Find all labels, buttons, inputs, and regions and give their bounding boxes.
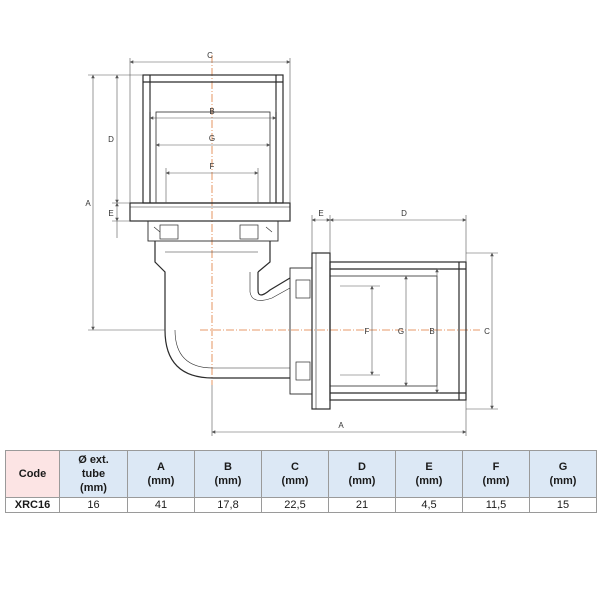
label-right-d: D [401,209,407,218]
dimensions-table: Code Ø ext. tube (mm) A (mm) B (mm) C (mm) D (mm) E (… [5,450,597,513]
table-header-cell: B (mm) [194,450,262,498]
label-right-g: G [398,327,404,336]
table-header-cell: E (mm) [395,450,463,498]
header-text-line: (mm) [549,475,577,487]
elbow-body [164,272,291,379]
center-lines [200,55,480,385]
table-header-cell: Ø ext. tube (mm) [59,450,128,498]
label-top-g: G [209,134,215,143]
header-text-line: Ø ext. [78,454,109,466]
header-text-line: (mm) [281,475,309,487]
right-port [289,252,467,410]
top-port [129,74,291,330]
dimension-lines [88,58,498,436]
header-text-line: tube [81,468,106,480]
table-header-cell: G (mm) [529,450,597,498]
table-header-cell: D (mm) [328,450,396,498]
table-header-cell: A (mm) [127,450,195,498]
dimension-value-cell: 17,8 [194,497,262,513]
label-top-f: F [210,162,215,171]
dimension-value-cell: 15 [529,497,597,513]
header-text-line: (mm) [415,475,443,487]
table-header-cell: C (mm) [261,450,329,498]
header-text-line: (mm) [482,475,510,487]
header-text-line: F [492,461,500,473]
header-text-line: E [425,461,433,473]
table-header-cell: Code [5,450,60,498]
label-top-b: B [209,107,214,116]
header-text-line: (mm) [80,482,107,494]
header-text-line: C [291,461,299,473]
product-code-cell: XRC16 [5,497,60,513]
header-text-line: D [358,461,366,473]
table-header-row: Code Ø ext. tube (mm) A (mm) B (mm) C (mm) D (mm) E (… [5,450,597,498]
label-right-c: C [484,327,490,336]
label-right-b: B [429,327,434,336]
label-left-a: A [85,199,91,208]
table-header-cell: F (mm) [462,450,530,498]
header-text-line: (mm) [214,475,242,487]
label-right-e: E [318,209,323,218]
label-right-f: F [365,327,370,336]
dimension-value-cell: 41 [127,497,195,513]
dimension-value-cell: 11,5 [462,497,530,513]
dimension-value-cell: 16 [59,497,128,513]
header-text-line: (mm) [348,475,376,487]
dimension-value-cell: 21 [328,497,396,513]
header-text-line: A [157,461,165,473]
dimension-value-cell: 22,5 [261,497,329,513]
dimension-value-cell: 4,5 [395,497,463,513]
header-text-line: Code [18,468,47,480]
elbow-fitting-drawing: C B G F D A E E D F G B C A [85,51,498,436]
header-text-line: (mm) [147,475,175,487]
label-left-e: E [108,209,113,218]
header-text-line: G [558,461,568,473]
dimension-labels: C B G F D A E E D F G B C A [85,51,490,430]
label-top-c: C [207,51,213,60]
label-bottom-a: A [338,421,344,430]
header-text-line: B [224,461,232,473]
label-left-d: D [108,135,114,144]
